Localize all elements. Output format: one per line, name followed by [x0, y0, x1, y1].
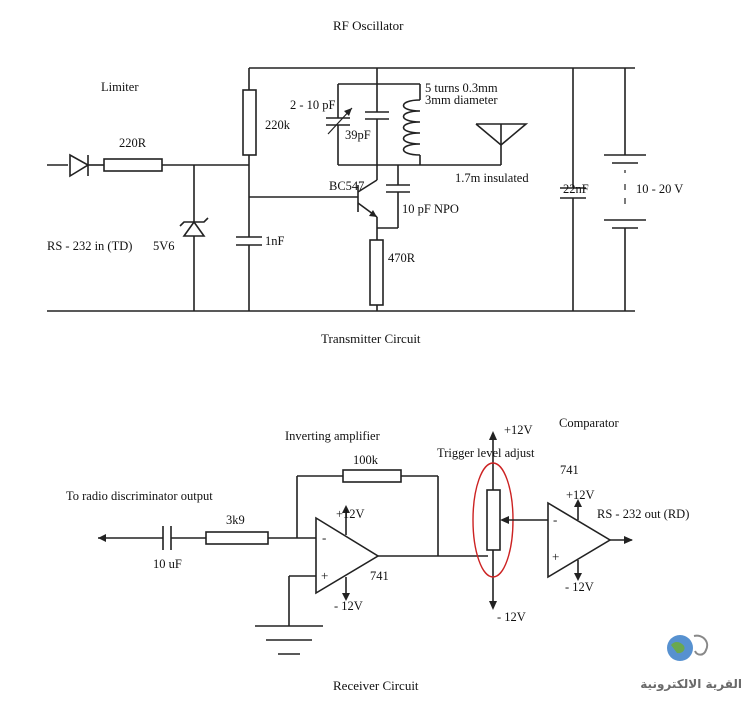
- rf-oscillator-title: RF Oscillator: [333, 18, 404, 33]
- cap-1nf-label: 1nF: [265, 234, 285, 248]
- comp-plus12-label: +12V: [566, 488, 595, 502]
- receiver-caption: Receiver Circuit: [333, 678, 419, 693]
- trimmer-label: 2 - 10 pF: [290, 98, 336, 112]
- resistor-100k: [342, 469, 402, 483]
- amp-plus-sign: +: [321, 568, 328, 583]
- pot-vminus-arrow-icon: [489, 601, 497, 610]
- comparator-label: Comparator: [559, 416, 620, 430]
- rs232-out-label: RS - 232 out (RD): [597, 507, 689, 521]
- resistor-100k-label: 100k: [353, 453, 379, 467]
- signal-arc-icon: [693, 634, 709, 656]
- trigger-level-label: Trigger level adjust: [437, 446, 535, 460]
- transmitter-caption: Transmitter Circuit: [321, 331, 421, 346]
- resistor-3k9-label: 3k9: [226, 513, 245, 527]
- inverting-amplifier-label: Inverting amplifier: [285, 429, 381, 443]
- transistor-label: BC547: [329, 179, 364, 193]
- rx-input-label: To radio discriminator output: [66, 489, 213, 503]
- amp-vplus-arrow-icon: [342, 505, 350, 513]
- comp-part-label: 741: [560, 463, 579, 477]
- cap-10uf-label: 10 uF: [153, 557, 182, 571]
- amp-minus-sign: -: [322, 530, 326, 545]
- cap-10pf-label: 10 pF NPO: [402, 202, 459, 216]
- comp-vminus-arrow-icon: [574, 573, 582, 581]
- resistor-220k: [242, 89, 257, 156]
- resistor-220k-label: 220k: [265, 118, 291, 132]
- wiper-arrow-icon: [500, 516, 509, 524]
- amp-minus12-label: - 12V: [334, 599, 363, 613]
- transistor-bc547: [357, 179, 378, 218]
- capacitor-39pf: [365, 84, 389, 165]
- resistor-220r-label: 220R: [119, 136, 147, 150]
- antenna-symbol: [475, 123, 529, 165]
- comp-output-arrow-icon: [624, 536, 633, 544]
- resistor-3k9: [205, 531, 269, 545]
- antenna-label: 1.7m insulated: [455, 171, 529, 185]
- amp-plus12-label: +12V: [336, 507, 365, 521]
- amp-vminus-arrow-icon: [342, 593, 350, 601]
- coil-label-line1: 5 turns 0.3mm: [425, 81, 498, 95]
- comp-vplus-arrow-icon: [574, 499, 582, 507]
- rs232-in-label: RS - 232 in (TD): [47, 239, 132, 253]
- receiver-circuit: - + - +: [66, 416, 689, 693]
- cap-22nf-label: 22nF: [563, 182, 589, 196]
- transmitter-circuit: RF Oscillator Limiter 220R 220k 2 - 10 p…: [47, 18, 683, 346]
- pot-vplus-arrow-icon: [489, 431, 497, 440]
- comp-plus-sign: +: [552, 549, 559, 564]
- trimmer-capacitor: [326, 84, 353, 165]
- amp-part-label: 741: [370, 569, 389, 583]
- resistor-220r: [103, 158, 163, 172]
- battery-symbol: [604, 154, 646, 229]
- coil-label-line2: 3mm diameter: [425, 93, 498, 107]
- watermark-text: القرية الالكترونية: [640, 677, 742, 692]
- watermark-logo: القرية الالكترونية: [640, 634, 742, 692]
- coil-inductor: [402, 84, 501, 166]
- zener-label: 5V6: [153, 239, 175, 253]
- rx-input-arrow-icon: [98, 534, 106, 542]
- resistor-470r: [369, 239, 384, 306]
- cap-39pf-label: 39pF: [345, 128, 371, 142]
- pot-minus12-label: - 12V: [497, 610, 526, 624]
- diode-symbol: [69, 153, 90, 178]
- resistor-470r-label: 470R: [388, 251, 416, 265]
- potentiometer: [486, 489, 501, 551]
- comp-minus12-label: - 12V: [565, 580, 594, 594]
- comp-minus-sign: -: [553, 512, 557, 527]
- limiter-label: Limiter: [101, 80, 139, 94]
- inverting-amplifier-opamp: [315, 516, 380, 595]
- supply-label: 10 - 20 V: [636, 182, 683, 196]
- globe-land-icon: [671, 642, 685, 654]
- ground-symbol: [255, 625, 323, 655]
- zener-diode-symbol: [179, 217, 209, 237]
- comparator-opamp: [547, 501, 612, 579]
- pot-plus12-label: +12V: [504, 423, 533, 437]
